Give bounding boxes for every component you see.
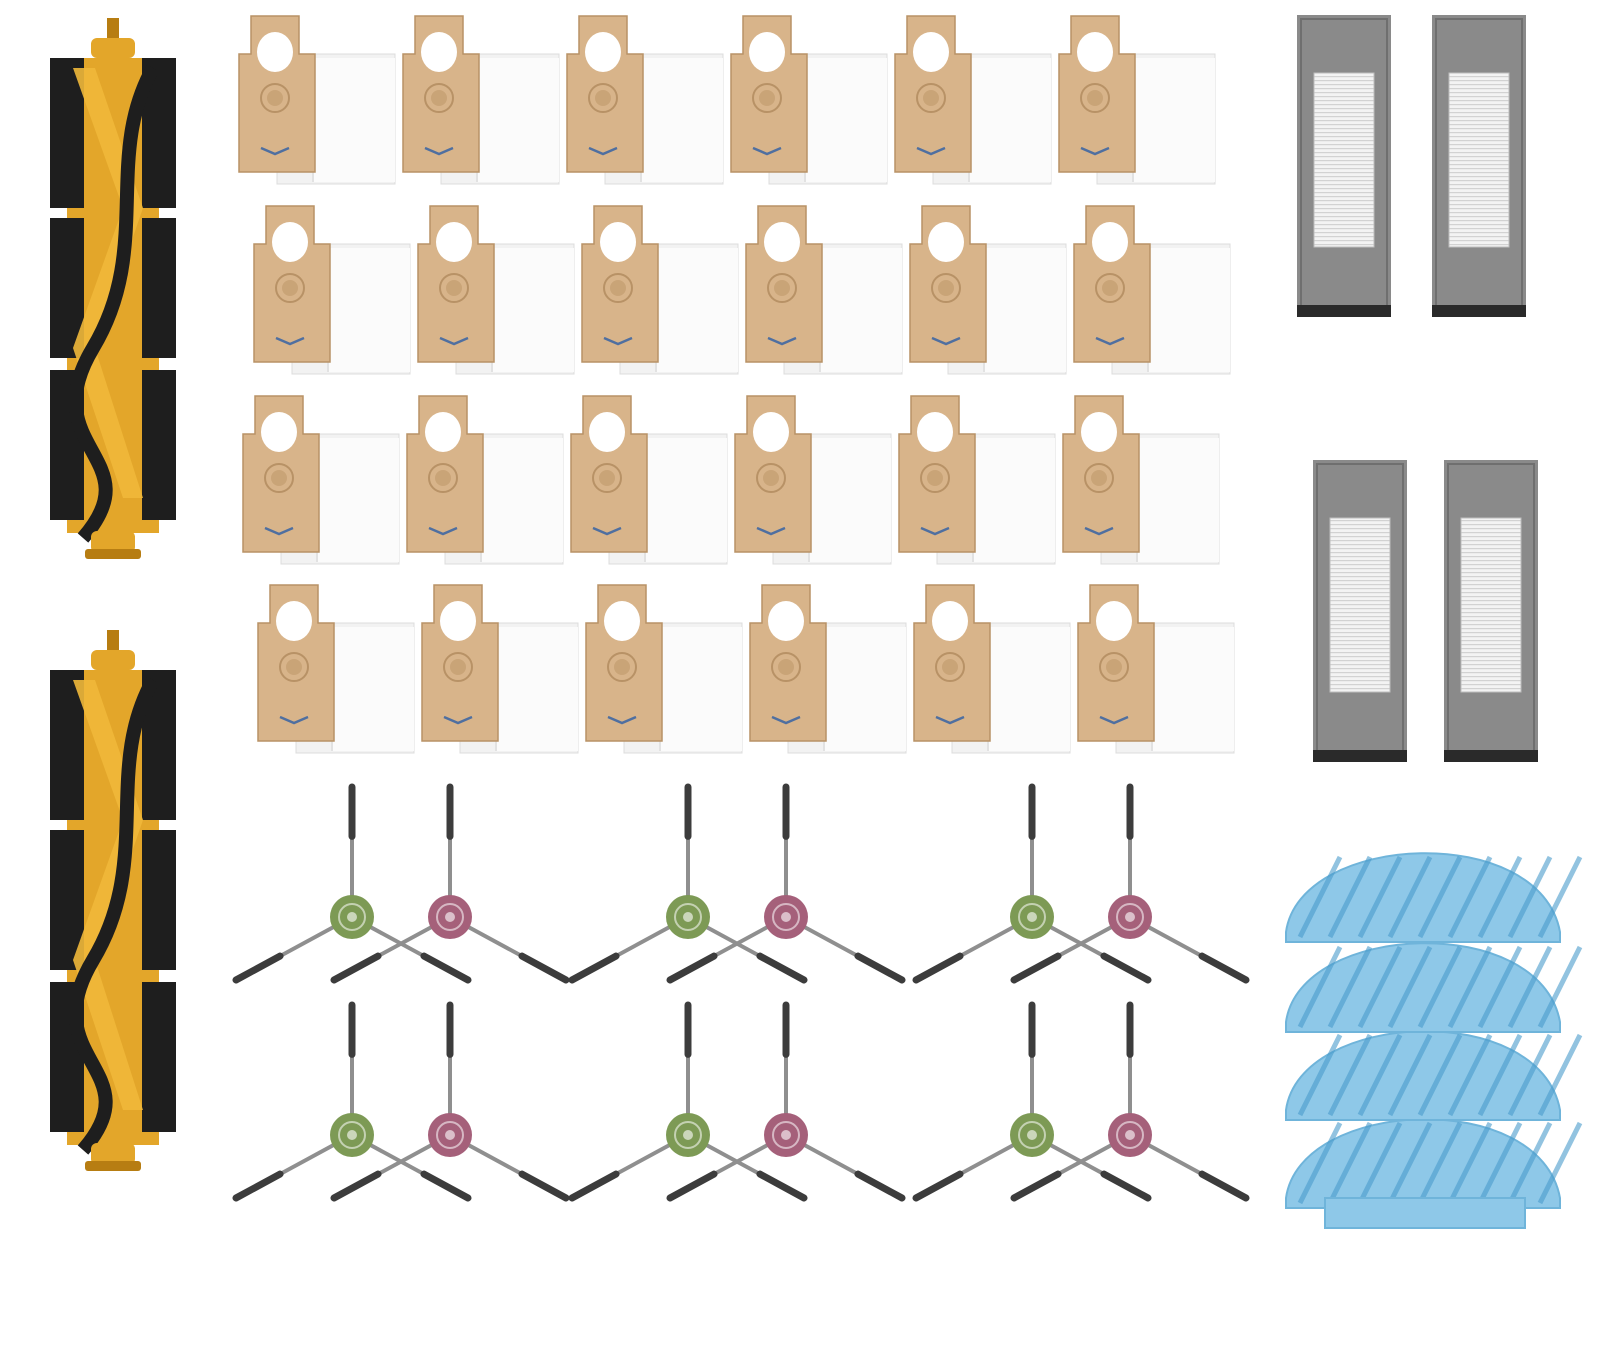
- dust-bag: [734, 395, 892, 565]
- hepa-filter: [1444, 460, 1538, 762]
- dust-bag: [745, 205, 903, 375]
- mop-pad: [1285, 852, 1583, 943]
- mop-pad: [1285, 942, 1583, 1033]
- dust-bag: [1077, 584, 1235, 754]
- hepa-filter-group: [1297, 15, 1538, 762]
- side-brush: [1010, 1001, 1250, 1202]
- dust-bag: [406, 395, 564, 565]
- side-brush: [568, 1001, 808, 1202]
- hepa-filter: [1313, 460, 1407, 762]
- side-brush: [1010, 783, 1250, 984]
- side-brush: [666, 1001, 906, 1202]
- dust-bag: [242, 395, 400, 565]
- mop-pad: [1285, 1118, 1583, 1229]
- dust-bag-group: [238, 15, 1235, 754]
- side-brush: [568, 783, 808, 984]
- side-brush: [912, 1001, 1152, 1202]
- mop-pad-group: [1285, 852, 1583, 1229]
- main-brush-group: [50, 18, 176, 1171]
- side-brush: [666, 783, 906, 984]
- main-brush: [50, 630, 176, 1171]
- dust-bag: [257, 584, 415, 754]
- side-brush: [232, 783, 472, 984]
- dust-bag: [898, 395, 1056, 565]
- dust-bag: [1062, 395, 1220, 565]
- side-brush: [330, 783, 570, 984]
- dust-bag: [913, 584, 1071, 754]
- dust-bag: [909, 205, 1067, 375]
- side-brush: [330, 1001, 570, 1202]
- side-brush-group: [232, 783, 1250, 1202]
- hepa-filter: [1432, 15, 1526, 317]
- hepa-filter: [1297, 15, 1391, 317]
- dust-bag: [585, 584, 743, 754]
- dust-bag: [417, 205, 575, 375]
- dust-bag: [1073, 205, 1231, 375]
- dust-bag: [253, 205, 411, 375]
- dust-bag: [1058, 15, 1216, 185]
- side-brush: [232, 1001, 472, 1202]
- dust-bag: [402, 15, 560, 185]
- dust-bag: [730, 15, 888, 185]
- dust-bag: [238, 15, 396, 185]
- dust-bag: [421, 584, 579, 754]
- dust-bag: [894, 15, 1052, 185]
- dust-bag: [570, 395, 728, 565]
- mop-pad: [1285, 1030, 1583, 1121]
- dust-bag: [749, 584, 907, 754]
- side-brush: [912, 783, 1152, 984]
- dust-bag: [566, 15, 724, 185]
- main-brush: [50, 18, 176, 559]
- dust-bag: [581, 205, 739, 375]
